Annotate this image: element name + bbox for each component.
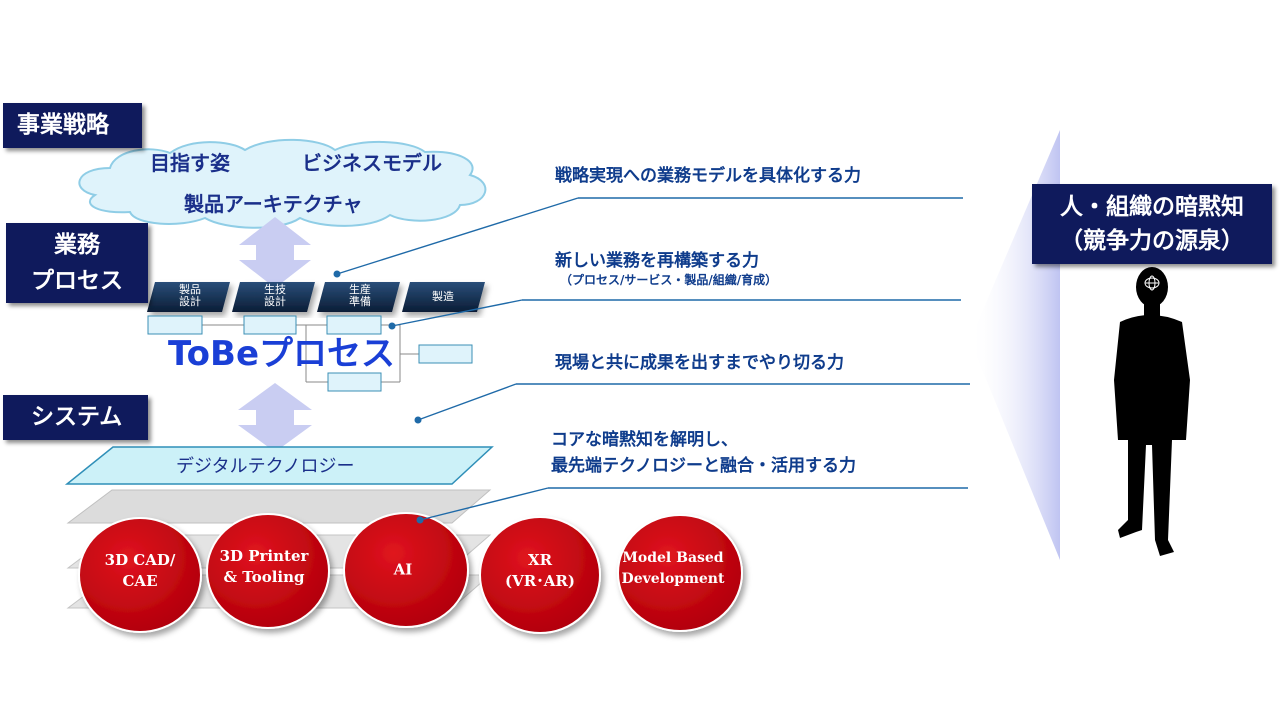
process-step-3: 生産 準備 <box>330 284 390 308</box>
process-step-1: 製品 設計 <box>160 284 220 308</box>
tech-label-xr-line1: XR <box>527 551 553 569</box>
tech-circle-ai <box>343 512 469 628</box>
tech-label-ai-line1: AI <box>393 560 413 579</box>
cloud-item-product-architecture: 製品アーキテクチャ <box>184 192 363 216</box>
callout-lines <box>336 197 970 521</box>
tech-label-printer-line1: 3D Printer <box>219 547 309 565</box>
brain-icon <box>1144 275 1160 291</box>
technology-circles <box>78 512 743 634</box>
capability-2-sub: （プロセス/サービス・製品/組織/育成） <box>560 273 778 287</box>
process-step-shape-2 <box>232 282 315 312</box>
double-arrow-upper <box>239 217 311 288</box>
capability-1: 戦略実現への業務モデルを具体化する力 <box>555 166 861 186</box>
callout-dots <box>333 270 424 524</box>
tech-label-xr-line2: (VR･AR) <box>505 572 575 590</box>
tech-label-cad: 3D CAD/ CAE <box>105 550 176 592</box>
tech-label-cad-line2: CAE <box>122 572 158 590</box>
tech-label-ai: AI <box>394 560 413 581</box>
tech-circle-printer <box>206 513 330 629</box>
tech-label-mbd-line1: Model Based <box>622 550 724 566</box>
capability-2: 新しい業務を再構築する力 <box>555 251 759 271</box>
strategy-label: 事業戦略 <box>3 103 142 148</box>
process-step-1-line1: 製品 <box>179 283 201 296</box>
capability-4-line1: コアな暗黙知を解明し、 <box>551 430 738 450</box>
digital-technology-label: デジタルテクノロジー <box>176 456 355 477</box>
process-steps <box>147 282 485 312</box>
capability-3: 現場と共に成果を出すまでやり切る力 <box>555 353 844 373</box>
person-silhouette-icon <box>1114 267 1190 556</box>
process-boxes <box>147 315 473 392</box>
tech-circle-xr <box>479 516 601 634</box>
tech-circle-mbd <box>617 514 743 632</box>
cloud-item-business-model: ビジネスモデル <box>302 151 442 175</box>
digital-technology-plane <box>64 446 494 485</box>
tech-label-mbd: Model Based Development <box>622 548 725 590</box>
strategy-cloud <box>78 138 487 229</box>
business-process-label: 業務 プロセス <box>6 223 148 303</box>
process-step-1-line2: 設計 <box>179 295 201 308</box>
capability-4-line2: 最先端テクノロジーと融合・活用する力 <box>551 456 856 476</box>
tobe-process-title: ToBeプロセス <box>168 334 396 374</box>
tech-label-cad-line1: 3D CAD/ <box>104 551 176 569</box>
process-step-2-line1: 生技 <box>264 283 286 296</box>
process-step-shape-4 <box>402 282 485 312</box>
process-step-shape-1 <box>147 282 230 312</box>
tech-label-xr: XR (VR･AR) <box>505 550 575 592</box>
process-step-2: 生技 設計 <box>245 284 305 308</box>
tech-label-printer-line2: & Tooling <box>223 568 305 586</box>
process-step-3-line1: 生産 <box>349 283 371 296</box>
tech-circle-cad <box>78 517 202 633</box>
process-step-4: 製造 <box>413 291 473 303</box>
tech-label-printer: 3D Printer & Tooling <box>220 546 309 588</box>
double-arrow-lower <box>238 383 312 452</box>
tech-label-mbd-line2: Development <box>621 571 725 587</box>
business-process-label-line2: プロセス <box>31 268 123 294</box>
process-step-shape-3 <box>317 282 400 312</box>
tacit-knowledge-label-line1: 人・組織の暗黙知 <box>1060 194 1244 220</box>
tacit-knowledge-label-line2: （競争力の源泉） <box>1060 228 1244 254</box>
system-label: システム <box>3 395 148 440</box>
cloud-item-vision: 目指す姿 <box>150 151 230 175</box>
process-step-3-line2: 準備 <box>349 295 371 308</box>
process-step-2-line2: 設計 <box>264 295 286 308</box>
tacit-knowledge-label: 人・組織の暗黙知 （競争力の源泉） <box>1032 184 1272 264</box>
process-step-4-line1: 製造 <box>432 290 454 303</box>
business-process-label-line1: 業務 <box>54 232 100 258</box>
